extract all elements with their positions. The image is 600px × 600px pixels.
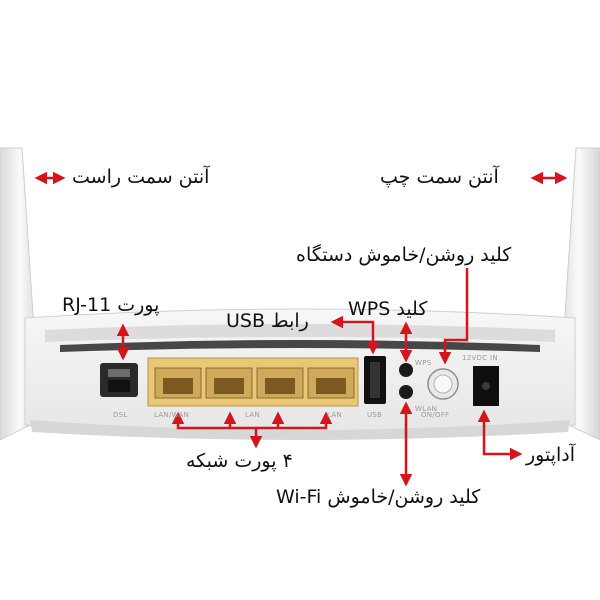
wps-button-label: کلید WPS: [348, 298, 428, 320]
antenna-right-label: آنتن سمت راست: [72, 166, 210, 188]
dsl-marking: DSL: [113, 411, 128, 419]
on-off-marking: ON/OFF: [421, 411, 450, 419]
lan-marking-1: LAN: [245, 411, 260, 419]
network-ports-label: ۴ پورت شبکه: [186, 450, 293, 472]
wlan-small-marking: WLAN: [415, 405, 438, 413]
power-button: [427, 368, 459, 400]
lan-wan-marking: LAN/WAN: [154, 411, 190, 419]
annotation-arrows: [34, 171, 568, 487]
dsl-port: [100, 363, 138, 397]
power-jack: [473, 366, 499, 406]
lan-port-panel: [147, 357, 359, 407]
usb-marking: USB: [367, 411, 383, 419]
antenna-left-label: آنتن سمت چپ: [380, 166, 499, 188]
usb-interface-label: رابط USB: [226, 310, 309, 332]
adapter-label: آداپتور: [526, 444, 576, 466]
usb-port: [364, 356, 386, 404]
power-button-label: کلید روشن/خاموش دستگاه: [296, 244, 512, 266]
lan-marking-2: LAN: [327, 411, 342, 419]
wps-wlan-buttons: [399, 363, 413, 399]
power-in-marking: 12VDC IN: [462, 354, 498, 362]
rj11-port-label: پورت RJ-11: [62, 294, 160, 316]
wps-small-marking: WPS: [415, 359, 432, 367]
wifi-button-label: کلید روشن/خاموش Wi-Fi: [276, 486, 481, 508]
